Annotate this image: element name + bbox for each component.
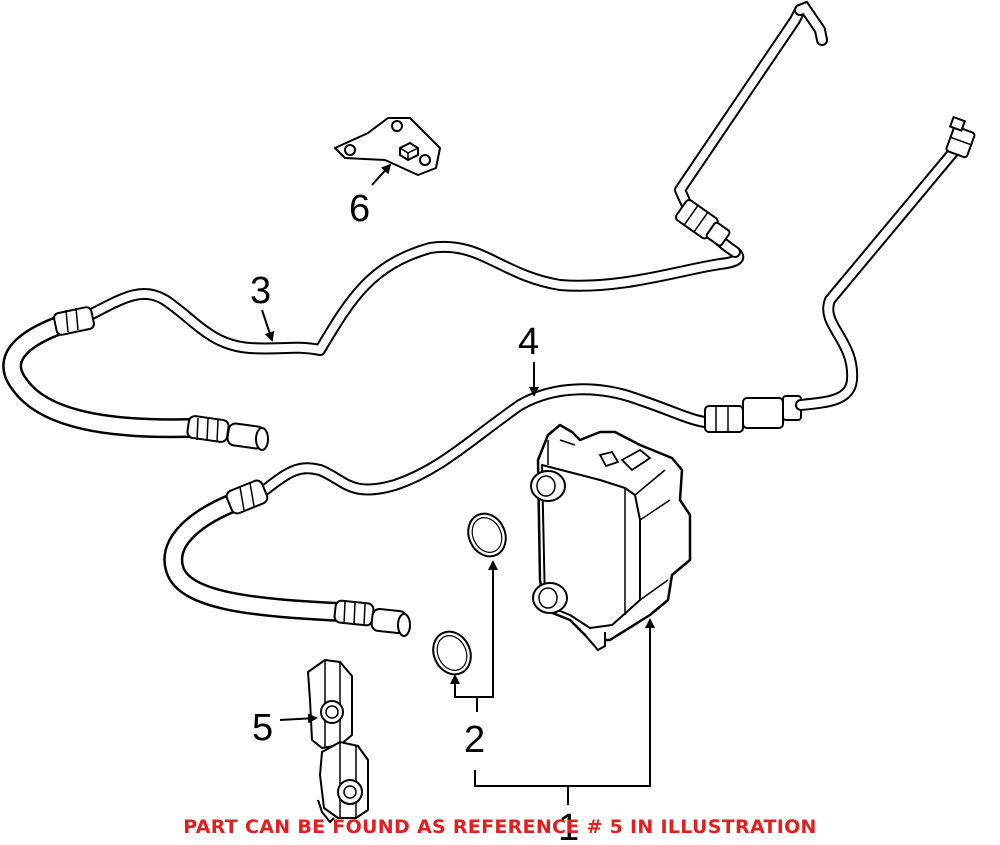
callout-1: 1	[558, 807, 579, 845]
callout-2: 2	[464, 719, 485, 761]
callout-3: 3	[250, 270, 271, 312]
callout-6: 6	[349, 188, 370, 230]
part-2-o-rings	[432, 512, 507, 676]
part-4-lower-hose	[163, 115, 976, 637]
callout-4: 4	[518, 321, 539, 363]
callout-5: 5	[252, 707, 273, 749]
part-1-oil-cooler	[530, 423, 692, 652]
leader-2	[454, 680, 478, 712]
reference-caption: PART CAN BE FOUND AS REFERENCE # 5 IN IL…	[183, 816, 817, 838]
callout-labels: 6 3 4 5 2 1	[250, 188, 579, 845]
leader-1	[474, 630, 651, 787]
leader-3	[261, 309, 275, 342]
part-5-mount-brackets	[307, 659, 369, 824]
leader-lines	[261, 163, 655, 805]
leader-5	[279, 713, 318, 724]
part-6-bracket	[334, 117, 441, 176]
leader-6	[371, 163, 392, 186]
part-3-upper-hose	[2, 0, 828, 451]
